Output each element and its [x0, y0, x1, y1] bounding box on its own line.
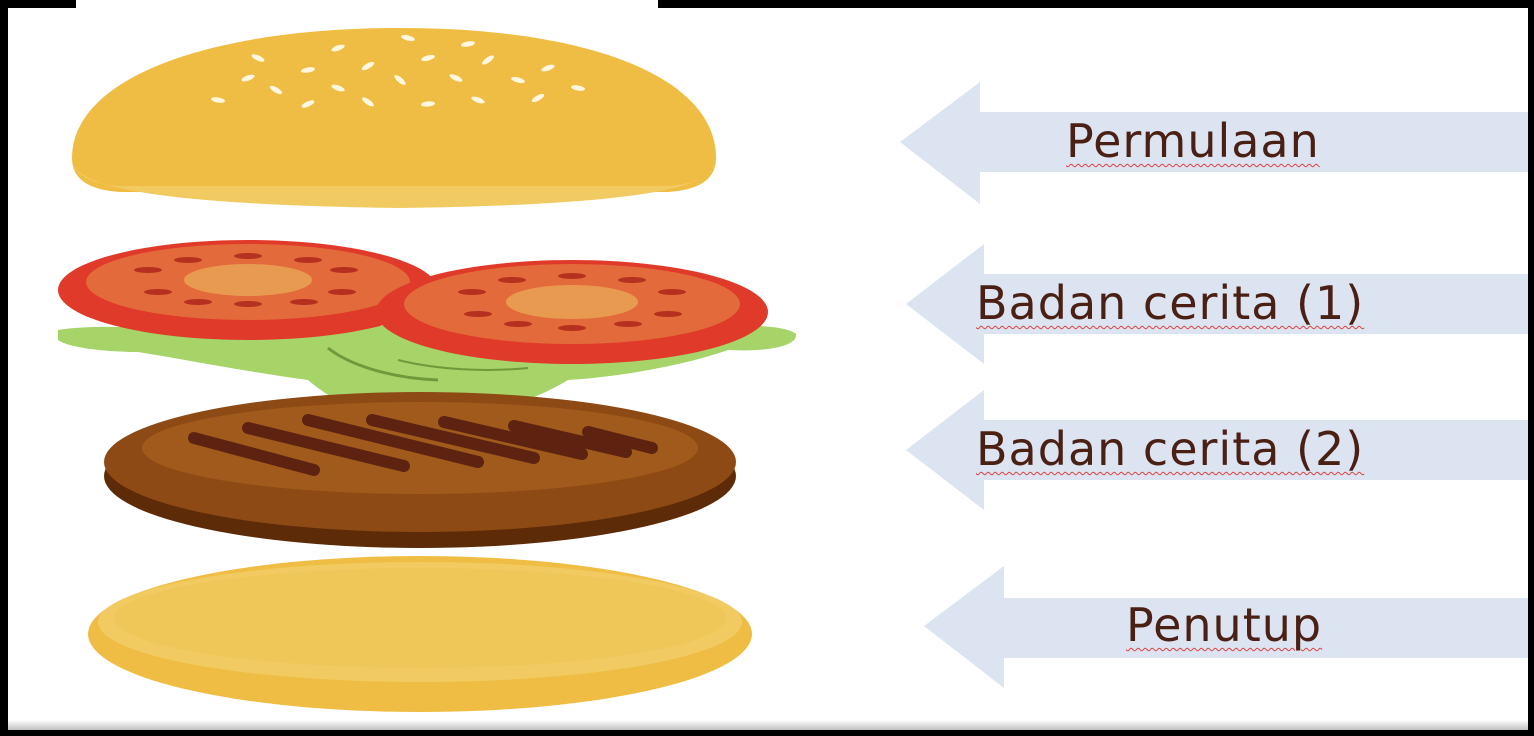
arrows-layer	[900, 82, 1528, 688]
arrow-permulaan	[900, 82, 1528, 204]
arrow-badan-cerita-2	[906, 390, 1528, 510]
top-bun	[72, 28, 716, 208]
arrow-penutup	[924, 566, 1528, 688]
burger-illustration	[58, 28, 797, 712]
tomato-left	[58, 240, 438, 340]
bottom-bun	[88, 556, 752, 712]
top-tab-edge	[76, 0, 658, 8]
diagram-frame: Permulaan Badan cerita (1) Badan cerita …	[8, 8, 1528, 730]
arrow-badan-cerita-1	[906, 244, 1528, 364]
tomato-right	[376, 260, 768, 364]
patty	[104, 392, 736, 548]
label-badan-cerita-2: Badan cerita (2)	[976, 422, 1365, 476]
label-permulaan: Permulaan	[1066, 114, 1320, 168]
label-penutup: Penutup	[1126, 598, 1323, 652]
label-badan-cerita-1: Badan cerita (1)	[976, 276, 1365, 330]
bottom-shadow	[8, 720, 1528, 730]
